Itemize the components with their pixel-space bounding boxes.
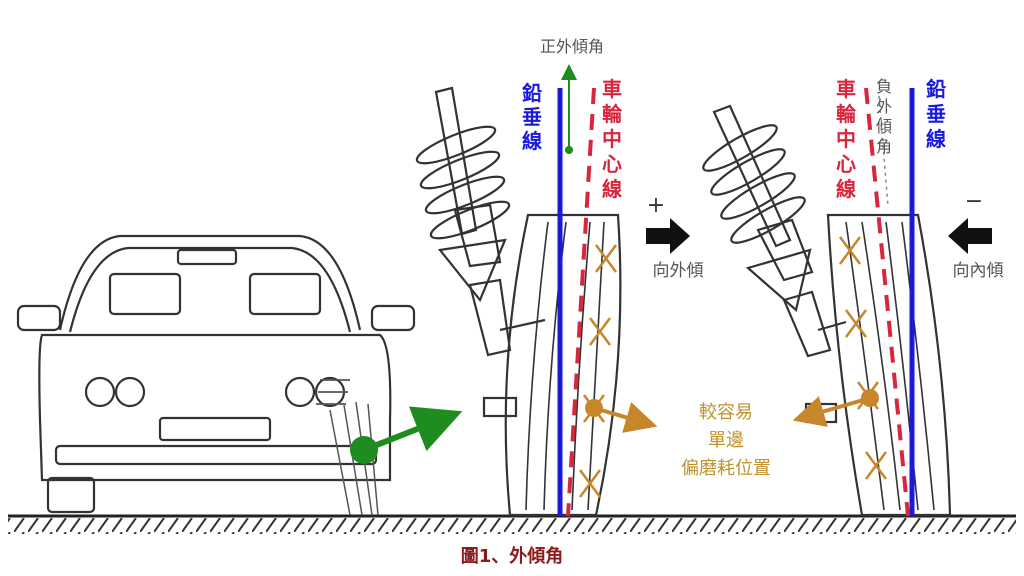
wear-label-2: 單邊 <box>708 430 744 451</box>
wheel-center-right-5: 線 <box>836 177 856 201</box>
wheel-center-right-1: 車 <box>836 77 856 101</box>
plumb-right-2: 垂 <box>926 102 946 126</box>
plumb-left-2: 垂 <box>522 105 542 129</box>
tilt-in-arrow-icon <box>948 218 992 254</box>
plumb-right-1: 鉛 <box>926 77 946 101</box>
right-wear-marks <box>838 236 888 480</box>
right-wheel-center-line <box>864 87 910 517</box>
wheel-center-right-2: 輪 <box>836 102 857 126</box>
figure-caption: 圖1、外傾角 <box>461 545 564 567</box>
plumb-left-1: 鉛 <box>522 81 542 105</box>
wear-label-1: 較容易 <box>699 402 753 423</box>
wheel-center-left-5: 線 <box>602 177 622 201</box>
car-camber-indicator <box>350 406 463 464</box>
wheel-center-right-3: 中 <box>836 127 856 151</box>
negative-camber-1: 負 <box>876 77 892 96</box>
tilt-out-label: 向外傾 <box>653 261 704 281</box>
plumb-right-3: 線 <box>926 127 946 151</box>
left-wear-marks <box>578 244 618 498</box>
wear-label-3: 偏磨耗位置 <box>681 458 771 479</box>
ground <box>8 514 1016 534</box>
negative-camber-3: 傾 <box>876 117 892 136</box>
wheel-center-left-4: 心 <box>602 152 622 176</box>
wheel-center-left-1: 車 <box>602 77 622 101</box>
wheel-center-left-3: 中 <box>602 127 622 151</box>
right-wheel-assembly <box>702 87 992 517</box>
left-wheel-assembly <box>415 64 690 517</box>
negative-camber-4: 角 <box>876 137 892 156</box>
minus-sign: − <box>965 189 983 214</box>
tilt-out-arrow-icon <box>646 218 690 254</box>
plumb-left-3: 線 <box>522 129 542 153</box>
wheel-center-right-4: 心 <box>836 152 856 176</box>
wheel-center-left-2: 輪 <box>602 102 623 126</box>
plus-sign: + <box>647 193 665 218</box>
positive-camber-label: 正外傾角 <box>540 37 604 56</box>
negative-camber-2: 外 <box>876 97 892 116</box>
car-front <box>16 234 416 516</box>
tilt-in-label: 向內傾 <box>953 261 1004 281</box>
left-wheel-center-line <box>566 87 596 517</box>
